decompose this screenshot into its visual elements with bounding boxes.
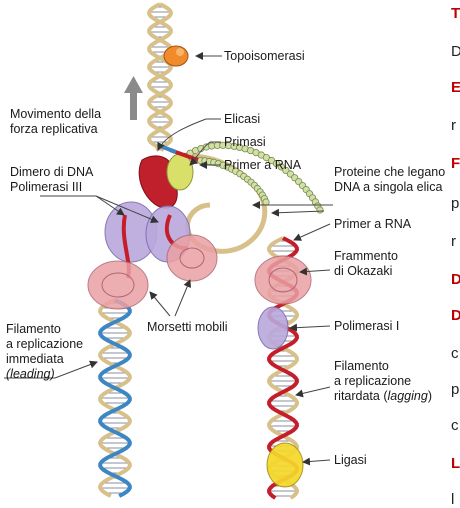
side-letter: F bbox=[451, 155, 460, 172]
label-lagging-pre: ritardata ( bbox=[334, 389, 388, 403]
topoisomerase-enzyme bbox=[163, 45, 189, 67]
label-dimero-line1: Dimero di DNA bbox=[10, 165, 94, 179]
label-movimento-line1: Movimento della bbox=[10, 107, 101, 121]
label-leading-line4: (leading) bbox=[6, 367, 55, 381]
side-letter: c bbox=[451, 345, 459, 362]
label-dimero-line2: Polimerasi III bbox=[10, 180, 82, 194]
parental-strand-a bbox=[147, 2, 173, 152]
label-lagging-line3: ritardata (lagging) bbox=[334, 389, 432, 403]
label-lagging-line2: a replicazione bbox=[334, 374, 411, 388]
label-topoisomerasi: Topoisomerasi bbox=[224, 49, 305, 63]
sliding-clamp-left bbox=[87, 260, 149, 310]
primase-enzyme bbox=[166, 153, 194, 191]
label-movimento-line2: forza replicativa bbox=[10, 122, 98, 136]
leader-lines bbox=[4, 52, 333, 466]
side-letter: r bbox=[451, 233, 456, 250]
movement-arrow bbox=[124, 76, 143, 120]
ssb-protein bbox=[316, 206, 324, 214]
label-leading-line1: Filamento bbox=[6, 322, 61, 336]
side-letter: D bbox=[451, 271, 460, 288]
side-letter: T bbox=[451, 5, 460, 22]
label-ligasi: Ligasi bbox=[334, 453, 367, 467]
label-primer-rna-right: Primer a RNA bbox=[334, 217, 412, 231]
sliding-clamp-right bbox=[254, 255, 312, 305]
label-lagging-post: ) bbox=[428, 389, 432, 403]
label-morsetti-mobili: Morsetti mobili bbox=[147, 320, 228, 334]
label-leading-line3: immediata bbox=[6, 352, 64, 366]
side-letter: L bbox=[451, 455, 460, 472]
label-elicasi: Elicasi bbox=[224, 112, 260, 126]
leading-strand-b bbox=[98, 298, 132, 498]
label-primasi: Primasi bbox=[224, 135, 266, 149]
label-primer-rna-top: Primer a RNA bbox=[224, 158, 302, 172]
labels: Topoisomerasi Movimento della forza repl… bbox=[6, 49, 445, 467]
dna-polymerase-i bbox=[257, 306, 289, 350]
label-lagging-italic: lagging bbox=[388, 389, 428, 403]
side-letter: D bbox=[451, 43, 460, 60]
label-polimerasi-i: Polimerasi I bbox=[334, 319, 399, 333]
side-letter: p bbox=[451, 381, 460, 398]
label-leading-line2: a replicazione bbox=[6, 337, 83, 351]
ssb-protein bbox=[272, 160, 281, 168]
ssb-protein bbox=[262, 198, 270, 206]
side-letter: r bbox=[451, 117, 456, 134]
side-letter: E bbox=[451, 79, 460, 96]
leading-strand-helix bbox=[98, 298, 132, 498]
side-letter: D bbox=[451, 307, 460, 324]
label-proteine-line1: Proteine che legano bbox=[334, 165, 445, 179]
label-proteine-line2: DNA a singola elica bbox=[334, 180, 442, 194]
parental-dna-helix bbox=[147, 2, 173, 152]
side-letter: p bbox=[451, 195, 460, 212]
label-frammento-line2: di Okazaki bbox=[334, 264, 392, 278]
dna-ligase bbox=[266, 442, 304, 488]
sliding-clamp-middle bbox=[166, 234, 218, 282]
label-lagging-line1: Filamento bbox=[334, 359, 389, 373]
leading-strand-a bbox=[98, 298, 132, 498]
side-letter: c bbox=[451, 417, 459, 434]
side-letter: l bbox=[451, 491, 455, 508]
label-frammento-line1: Frammento bbox=[334, 249, 398, 263]
